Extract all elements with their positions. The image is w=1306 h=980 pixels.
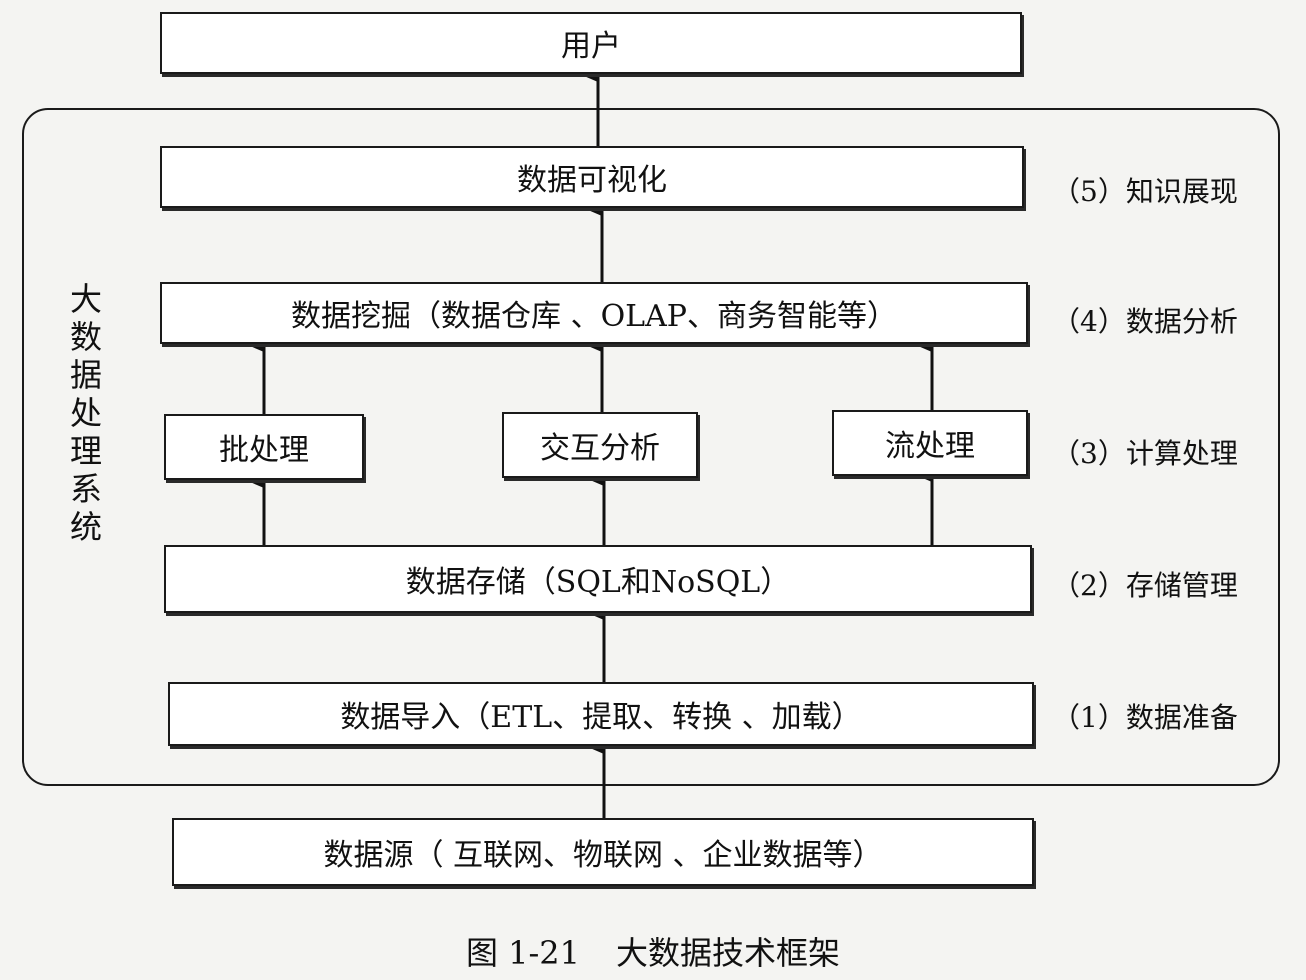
layer-label-knowledge-presentation: （5）知识展现 (1052, 175, 1238, 208)
data-import-node: 数据导入（ETL、提取、转换 、加载） (168, 682, 1034, 746)
data-mining-node: 数据挖掘（数据仓库 、OLAP、商务智能等） (160, 282, 1028, 344)
stream-processing-node: 流处理 (832, 410, 1028, 476)
system-label-char: 系 (69, 470, 102, 508)
system-label-char: 据 (69, 356, 102, 394)
figure-caption: 图 1-21 大数据技术框架 (0, 928, 1306, 974)
interactive-analysis-node: 交互分析 (502, 412, 698, 478)
big-data-system-frame (22, 108, 1280, 786)
layer-label-data-analysis: （4）数据分析 (1052, 305, 1238, 338)
system-label-char: 数 (69, 318, 102, 356)
system-label: 大 数 据 处 理 系 统 (66, 280, 106, 546)
data-storage-node: 数据存储（SQL和NoSQL） (164, 545, 1032, 613)
system-label-char: 统 (69, 508, 102, 546)
figure-title: 大数据技术框架 (616, 934, 841, 972)
layer-label-computing: （3）计算处理 (1052, 437, 1238, 470)
figure-number: 图 1-21 (465, 934, 581, 972)
system-label-char: 大 (69, 280, 102, 318)
layer-label-data-preparation: （1）数据准备 (1052, 701, 1238, 734)
user-node: 用户 (160, 12, 1022, 74)
system-label-char: 理 (69, 432, 102, 470)
batch-processing-node: 批处理 (164, 414, 364, 480)
system-label-char: 处 (69, 394, 102, 432)
layer-label-storage-management: （2）存储管理 (1052, 569, 1238, 602)
data-visualization-node: 数据可视化 (160, 146, 1024, 208)
data-source-node: 数据源（ 互联网、物联网 、企业数据等） (172, 818, 1034, 886)
